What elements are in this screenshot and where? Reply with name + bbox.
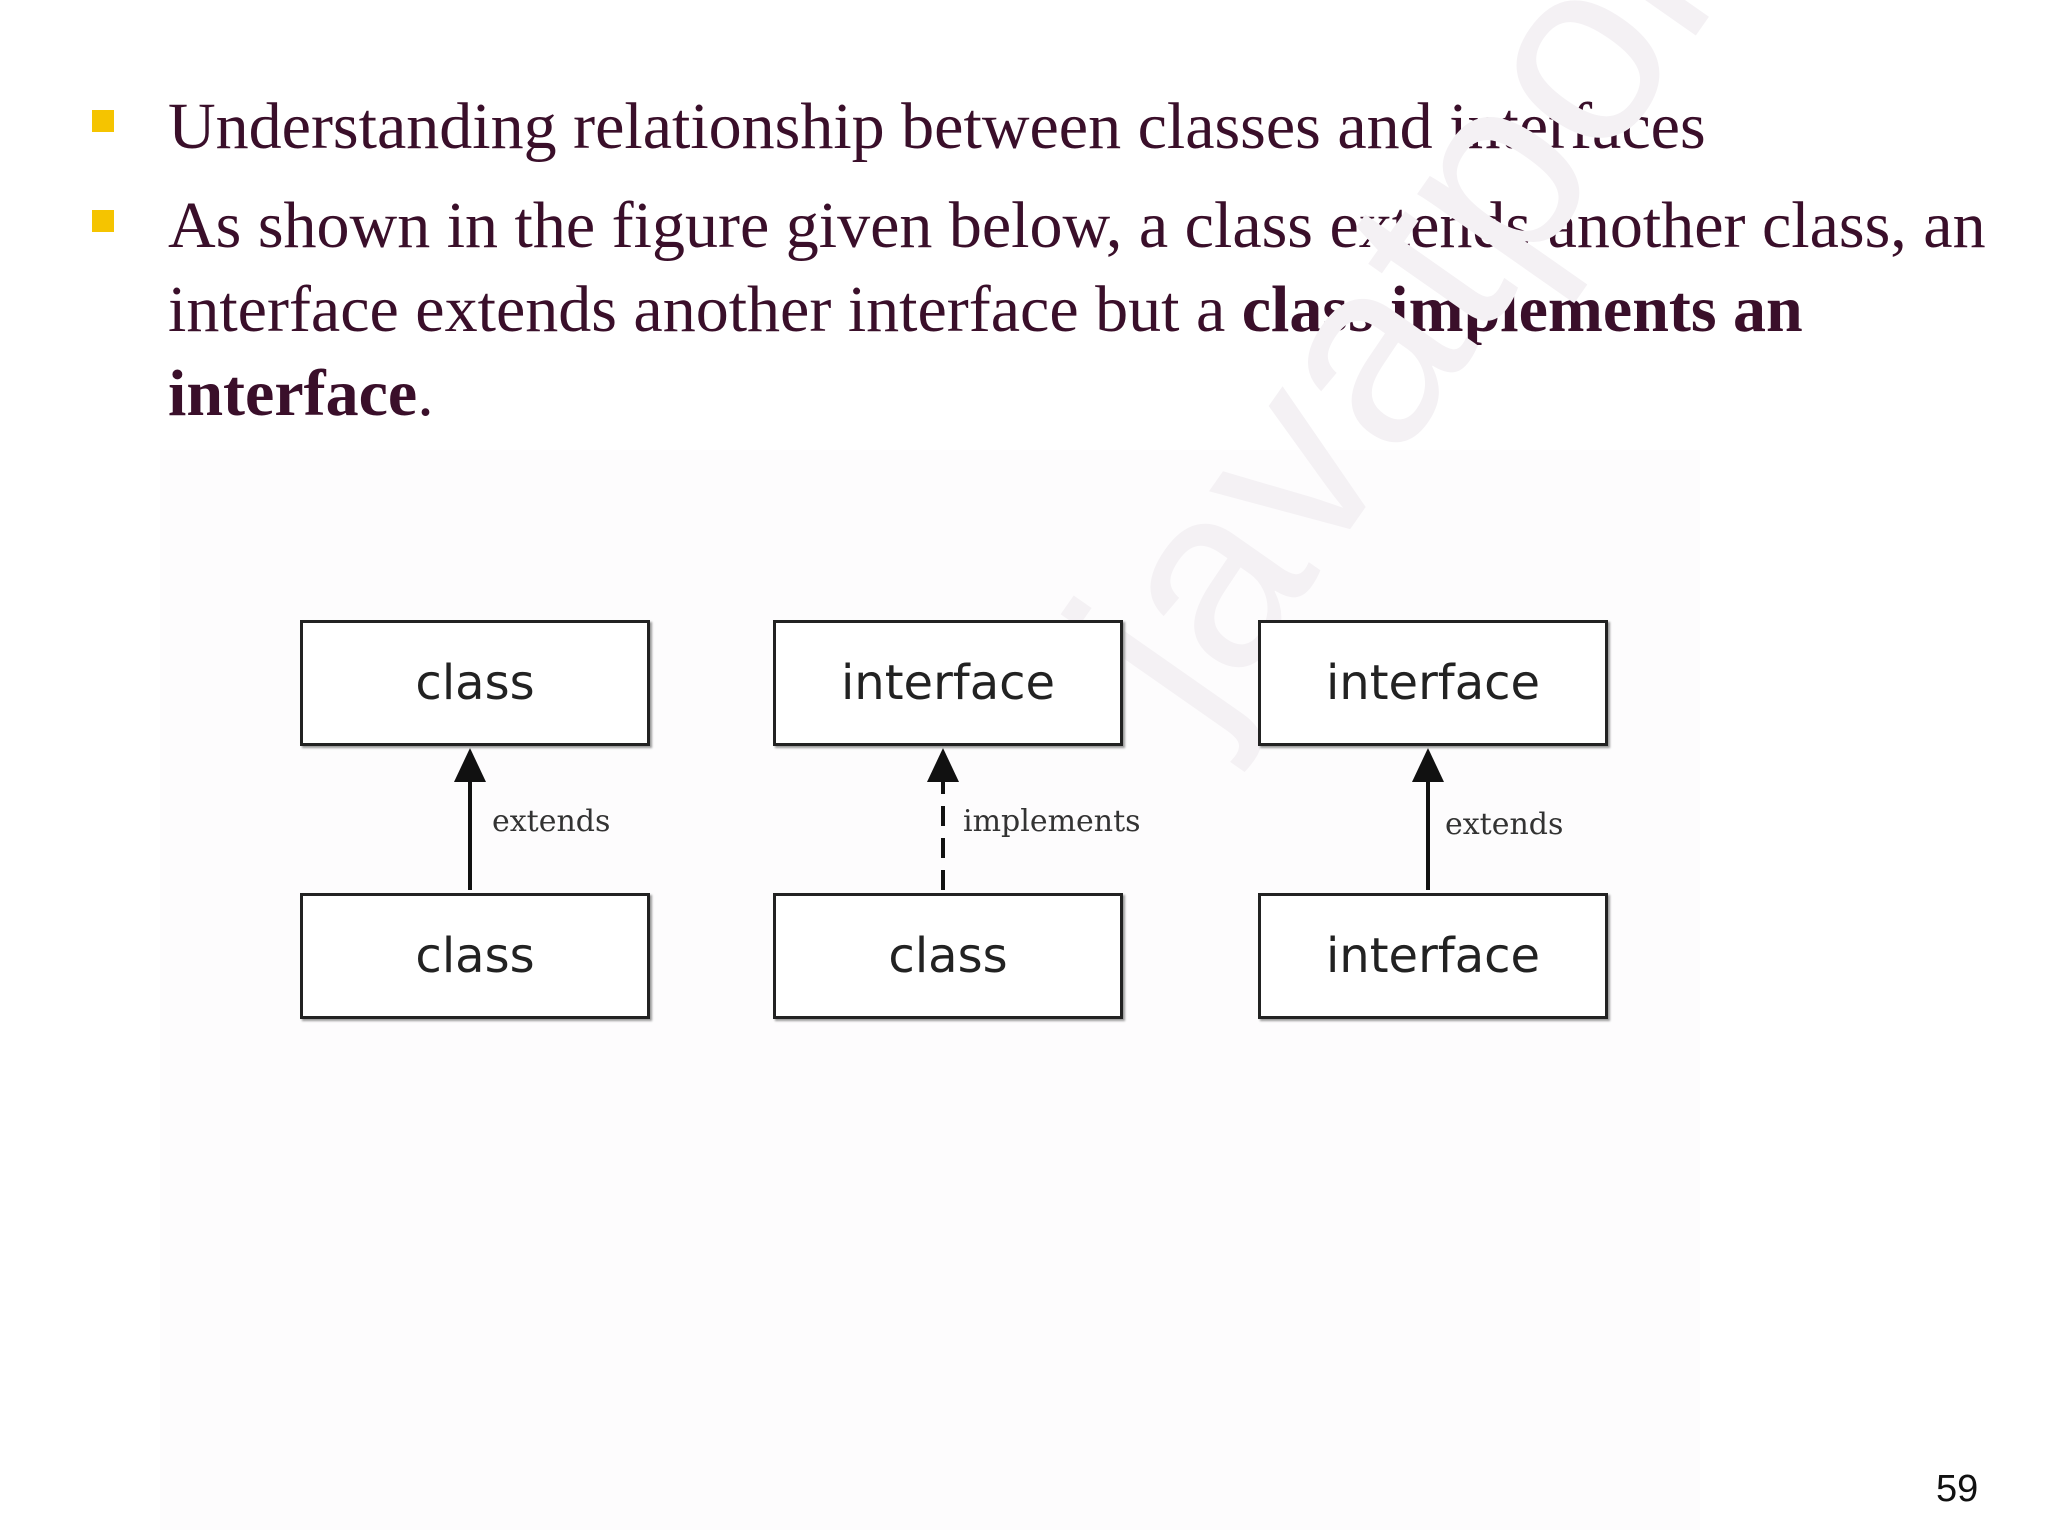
bullet-item: As shown in the figure given below, a cl… — [168, 184, 2008, 436]
bullet-text: Understanding relationship between class… — [168, 90, 1706, 163]
arrowhead-icon — [454, 748, 486, 782]
bullet-bold-text: class implements an interface — [168, 273, 1803, 430]
bullet-item: Understanding relationship between class… — [168, 85, 2008, 169]
class-box: class — [300, 893, 650, 1019]
bullet-marker-icon — [92, 110, 114, 132]
arrowhead-icon — [1412, 748, 1444, 782]
class-box: class — [773, 893, 1123, 1019]
relation-label: implements — [963, 804, 1141, 839]
class-box: class — [300, 620, 650, 746]
relation-label: extends — [1445, 807, 1564, 842]
interface-box: interface — [1258, 893, 1608, 1019]
interface-box: interface — [1258, 620, 1608, 746]
bullet-text-end: . — [417, 357, 434, 430]
bullet-text: As shown in the figure given below, a cl… — [168, 189, 1986, 346]
interface-box: interface — [773, 620, 1123, 746]
relation-label: extends — [492, 804, 611, 839]
arrowhead-icon — [927, 748, 959, 782]
page-number: 59 — [1936, 1468, 1979, 1510]
bullet-marker-icon — [92, 210, 114, 232]
